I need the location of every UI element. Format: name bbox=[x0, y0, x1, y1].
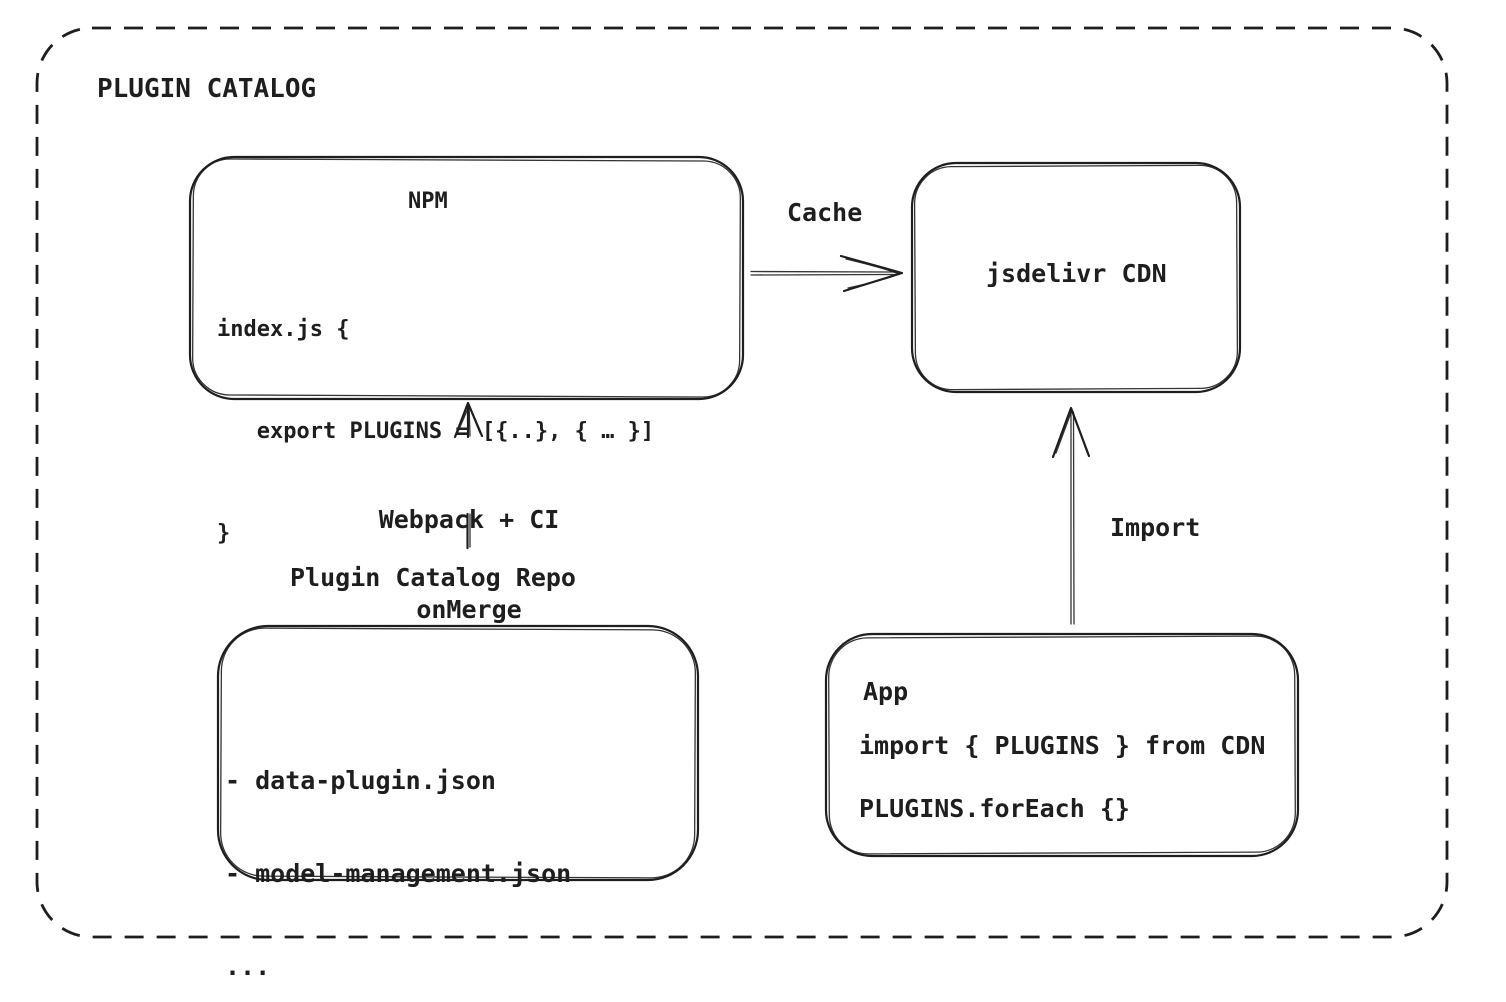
repo-box-shape bbox=[216, 624, 700, 882]
build-edge-label-line-2: onMerge bbox=[416, 595, 522, 624]
app-node-title: App bbox=[863, 677, 909, 706]
cache-arrow bbox=[750, 254, 904, 293]
app-box-shape bbox=[824, 632, 1300, 858]
app-code-line-1: import { PLUGINS } from CDN bbox=[859, 731, 1266, 760]
npm-code-block: index.js { export PLUGINS = [{..}, { … }… bbox=[217, 245, 654, 619]
cdn-node-label: jsdelivr CDN bbox=[986, 259, 1167, 288]
diagram-title: PLUGIN CATALOG bbox=[97, 74, 317, 104]
npm-code-line-1: index.js { bbox=[217, 317, 350, 342]
repo-file-list: - data-plugin.json - model-management.js… bbox=[225, 703, 571, 1002]
build-edge-label: Webpack + CI onMerge bbox=[330, 445, 608, 685]
npm-code-line-2: export PLUGINS = [{..}, { … }] bbox=[217, 419, 655, 444]
cache-edge-label: Cache bbox=[787, 198, 863, 227]
repo-file-item-3: ... bbox=[225, 952, 271, 981]
repo-file-item-1: - data-plugin.json bbox=[225, 766, 496, 795]
npm-box-shape bbox=[188, 155, 745, 401]
outer-dashed-border bbox=[35, 26, 1449, 939]
build-edge-label-line-1: Webpack + CI bbox=[378, 505, 560, 534]
npm-node-title: NPM bbox=[408, 189, 448, 214]
app-code-line-2: PLUGINS.forEach {} bbox=[859, 794, 1130, 823]
import-arrow bbox=[1051, 406, 1091, 625]
repo-node-label: Plugin Catalog Repo bbox=[290, 563, 576, 592]
repo-file-item-2: - model-management.json bbox=[225, 859, 572, 888]
import-edge-label: Import bbox=[1110, 513, 1201, 542]
npm-code-line-3: } bbox=[217, 521, 231, 546]
build-arrow bbox=[453, 401, 484, 550]
cdn-box-shape bbox=[910, 161, 1242, 394]
